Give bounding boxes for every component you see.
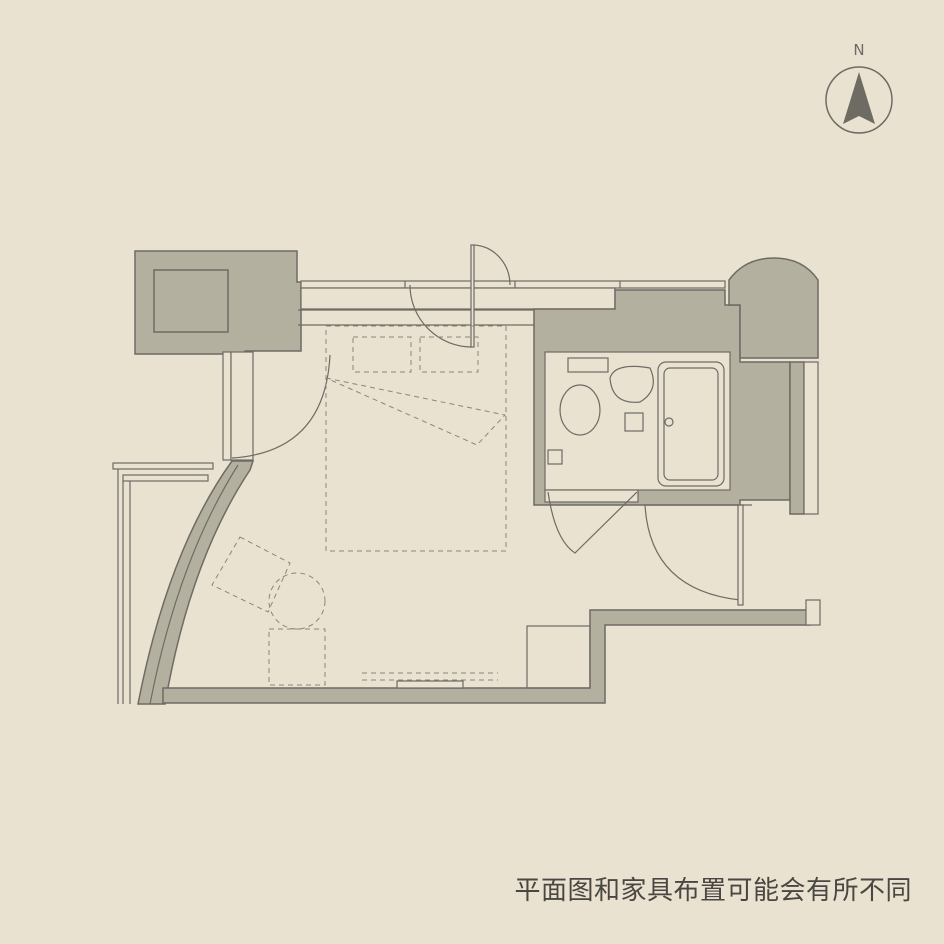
north-window	[298, 280, 726, 326]
curved-wall	[137, 460, 255, 705]
bathroom	[533, 289, 791, 506]
side-table	[268, 572, 326, 630]
toilet-icon	[559, 384, 601, 436]
column	[134, 250, 302, 355]
entrance-door	[222, 351, 331, 461]
furniture-layout	[211, 325, 507, 686]
armchair	[211, 536, 291, 613]
closet	[728, 257, 819, 515]
balcony-door	[409, 244, 511, 348]
bed	[325, 325, 507, 552]
south-wall	[162, 599, 821, 704]
bathroom-door	[547, 491, 752, 606]
sink-icon	[609, 365, 654, 403]
bathtub-icon	[657, 361, 725, 487]
disclaimer-caption: 平面图和家具布置可能会有所不同	[514, 876, 912, 906]
compass-north-label: N	[853, 41, 865, 59]
balcony-rail	[112, 462, 214, 704]
north-arrow-icon	[825, 66, 893, 134]
